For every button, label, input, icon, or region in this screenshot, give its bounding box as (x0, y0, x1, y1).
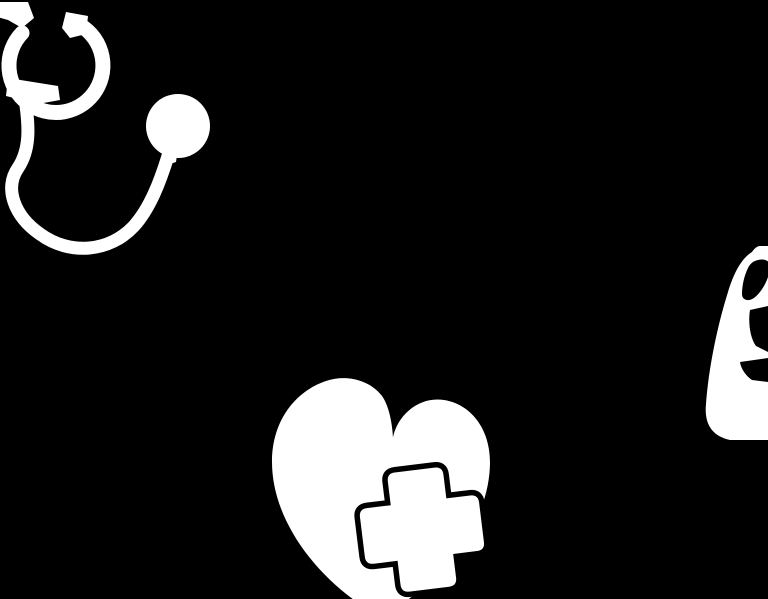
stethoscope-right-earpiece-tip (62, 12, 88, 38)
stethoscope-earpiece-yoke (1, 15, 111, 120)
medical-cross-fill (359, 467, 485, 592)
medical-cross-badge (354, 461, 490, 598)
stethoscope-chest-piece-stem (163, 148, 178, 166)
stethoscope-icon (0, 2, 210, 255)
stethoscope-chest-piece (146, 94, 210, 158)
stethoscope-left-earpiece-tip (0, 2, 34, 28)
stethoscope-tubing (5, 85, 175, 255)
medical-bag-icon (705, 246, 768, 440)
medical-bag-cross-cutout-lower (740, 358, 768, 382)
heart-with-medical-cross-icon (272, 378, 490, 599)
stethoscope-yoke-junction (6, 78, 60, 104)
medical-bag-handle (742, 259, 768, 301)
medical-bag-body (705, 246, 768, 440)
heart-shape (272, 378, 490, 599)
medical-cross-outline (354, 461, 490, 598)
medical-bag-cross-cutout-upper (749, 306, 768, 352)
